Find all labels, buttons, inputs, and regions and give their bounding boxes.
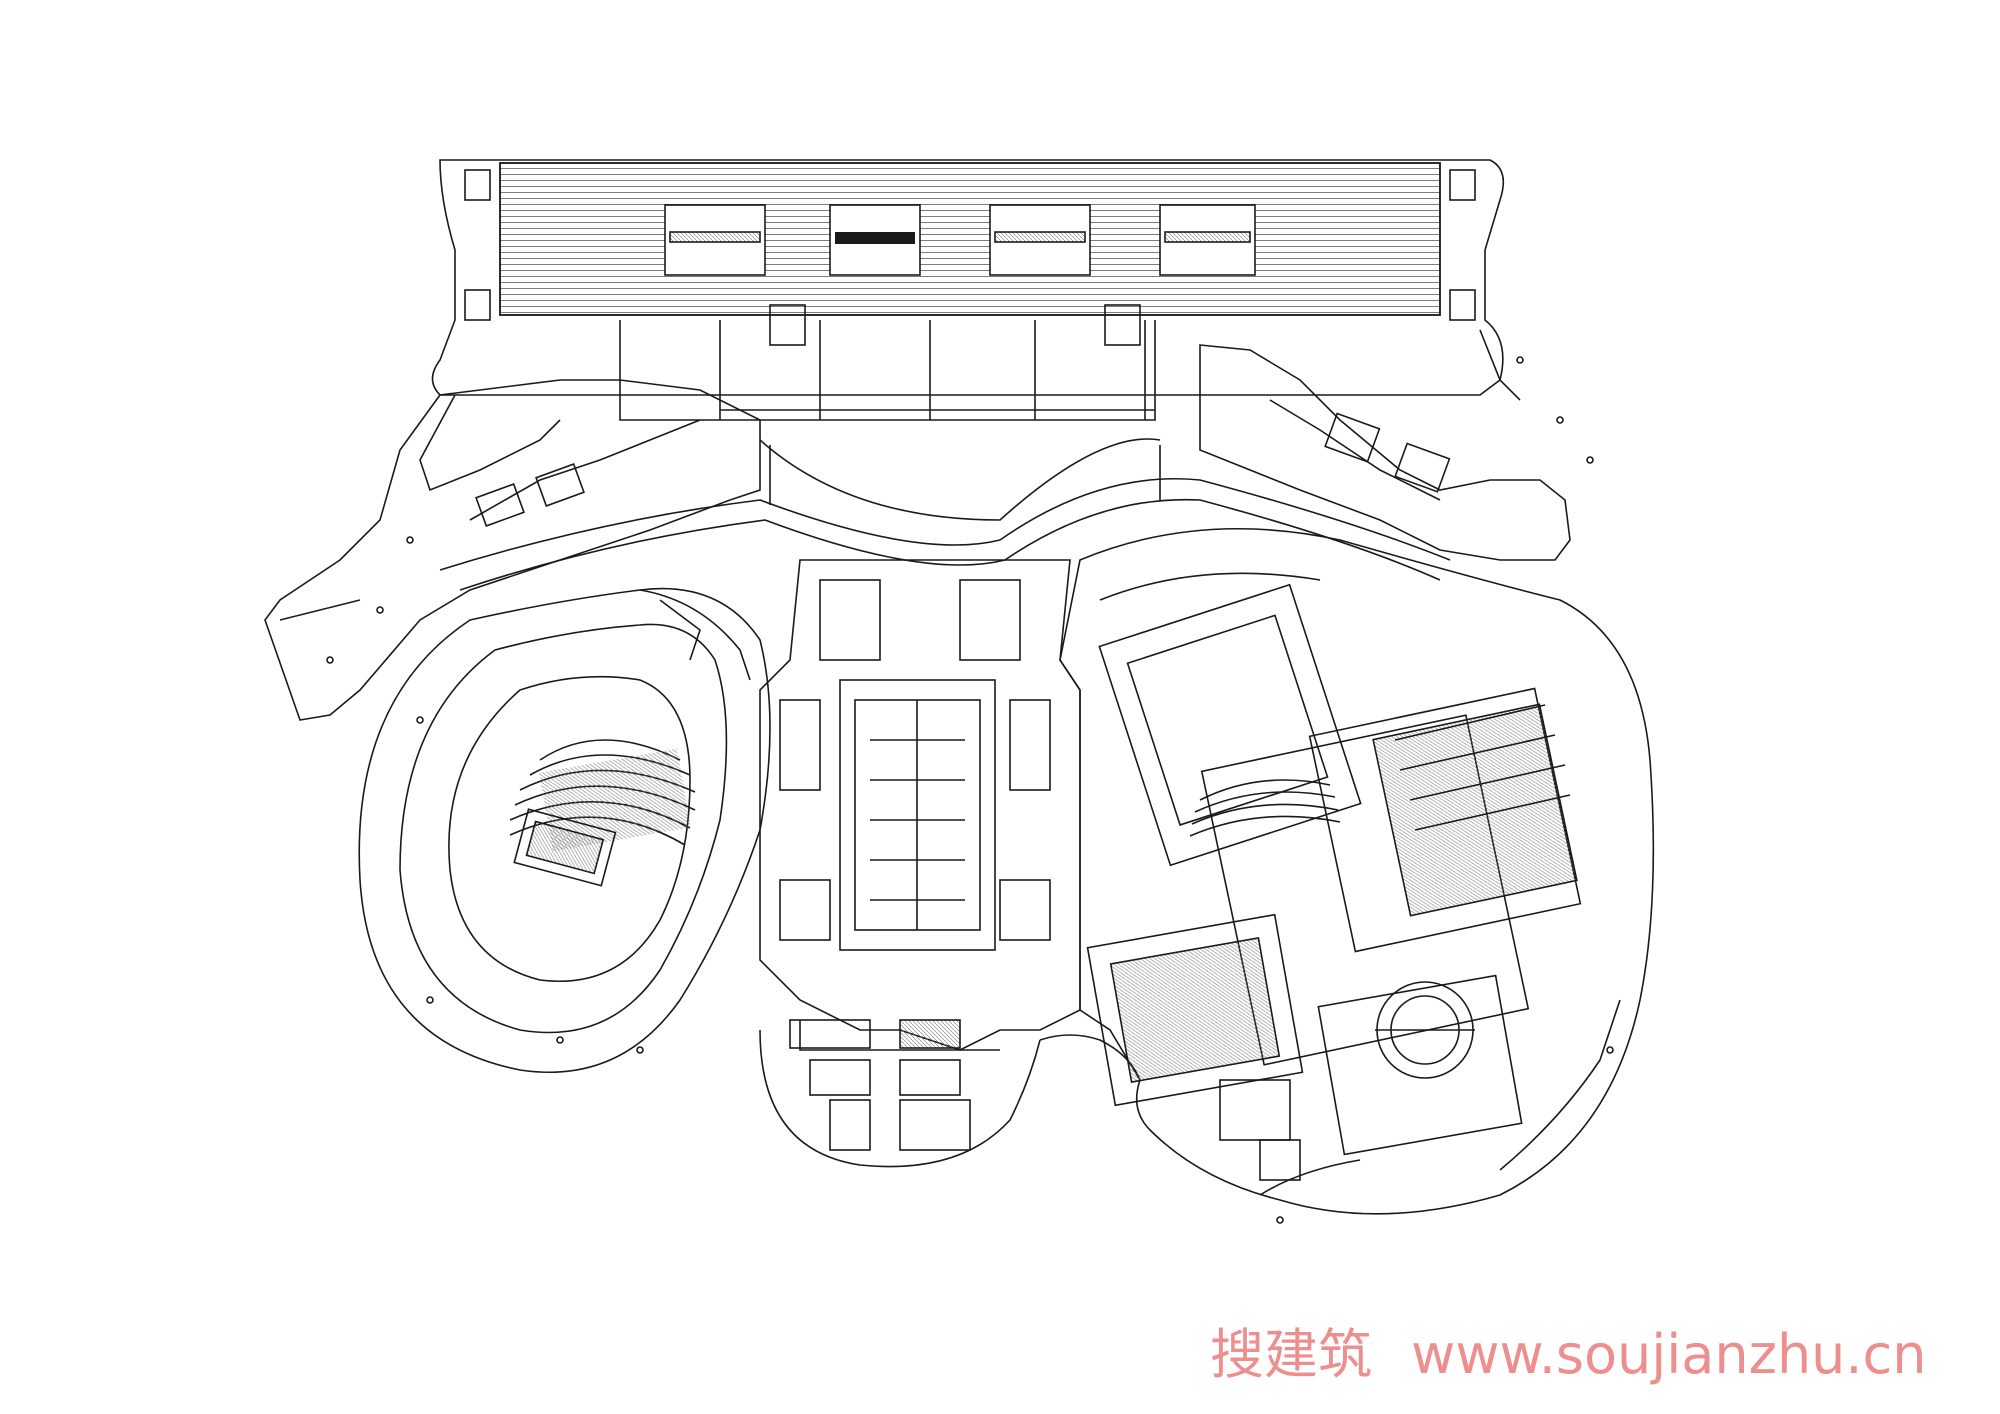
right-wing — [1199, 329, 1571, 561]
court-circle-icon — [1375, 981, 1475, 1079]
watermark: 搜建筑 www.soujianzhu.cn — [1210, 1320, 1926, 1390]
theater-seating-icon — [509, 739, 696, 852]
left-wing — [264, 379, 761, 721]
lower-central-lobe — [759, 1019, 1141, 1168]
columns — [326, 356, 1614, 1224]
stage-icon — [513, 808, 617, 887]
left-theatre-volume — [358, 587, 771, 1074]
central-block — [759, 559, 1081, 1051]
pool-lane-icon — [1372, 703, 1578, 917]
curved-promenade — [439, 438, 1451, 591]
watermark-url: www.soujianzhu.cn — [1411, 1323, 1927, 1386]
watermark-chinese: 搜建筑 — [1210, 1323, 1372, 1386]
theater-seating-icon — [1189, 779, 1341, 837]
escalator-icon — [664, 204, 1256, 276]
right-sports-volume — [1059, 527, 1655, 1215]
top-exhibition-hall — [431, 159, 1505, 421]
